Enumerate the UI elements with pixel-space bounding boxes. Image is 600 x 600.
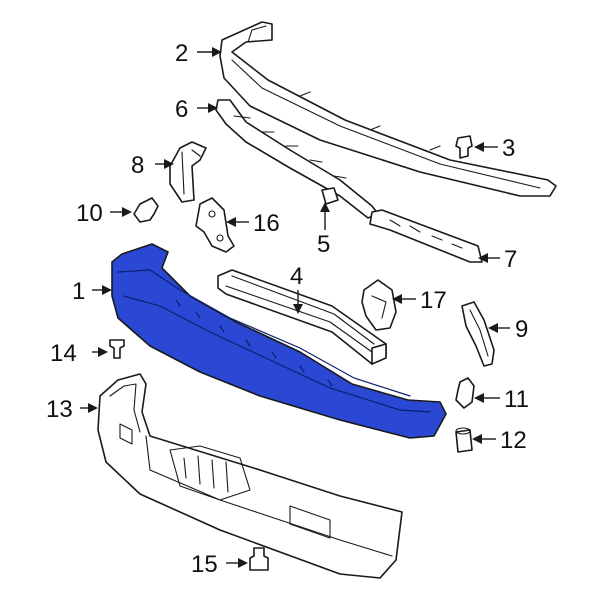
part-2-bumper-cover[interactable] (219, 21, 557, 197)
callout-8: 8 (131, 152, 144, 179)
callout-15: 15 (191, 551, 218, 578)
callout-4: 4 (290, 263, 303, 290)
callout-17: 17 (420, 287, 447, 314)
part-13-lower-valance[interactable] (97, 373, 403, 579)
part-8-bracket[interactable] (169, 141, 207, 203)
callout-9: 9 (515, 316, 528, 343)
part-12-bumper-stop[interactable] (455, 427, 473, 453)
part-6-7-bracket-rail[interactable] (215, 99, 483, 263)
callout-labels: 2 6 3 8 10 16 5 7 4 1 17 9 14 11 13 12 1… (46, 40, 529, 578)
part-16-mounting-bracket[interactable] (195, 197, 235, 253)
part-1-face-bar-highlighted[interactable] (111, 243, 447, 439)
part-10-bracket[interactable] (133, 197, 159, 223)
part-15-bolt[interactable] (249, 547, 269, 571)
callout-3: 3 (502, 135, 515, 162)
callout-16: 16 (253, 210, 280, 237)
callout-13: 13 (46, 396, 73, 423)
callout-7: 7 (504, 246, 517, 273)
callout-1: 1 (72, 278, 85, 305)
callout-12: 12 (500, 427, 527, 454)
part-4-impact-bar[interactable] (217, 269, 387, 365)
part-17-bracket[interactable] (361, 279, 397, 331)
callout-5: 5 (317, 231, 330, 258)
part-3-clip[interactable] (455, 135, 473, 159)
leader-lines (80, 47, 510, 568)
part-9-side-bracket[interactable] (461, 301, 495, 367)
callout-10: 10 (76, 200, 103, 227)
callout-11: 11 (504, 386, 529, 413)
callout-6: 6 (175, 96, 188, 123)
callout-2: 2 (175, 40, 188, 67)
callout-14: 14 (50, 340, 77, 367)
part-11-clip[interactable] (455, 377, 475, 409)
part-14-bolt[interactable] (109, 339, 125, 359)
